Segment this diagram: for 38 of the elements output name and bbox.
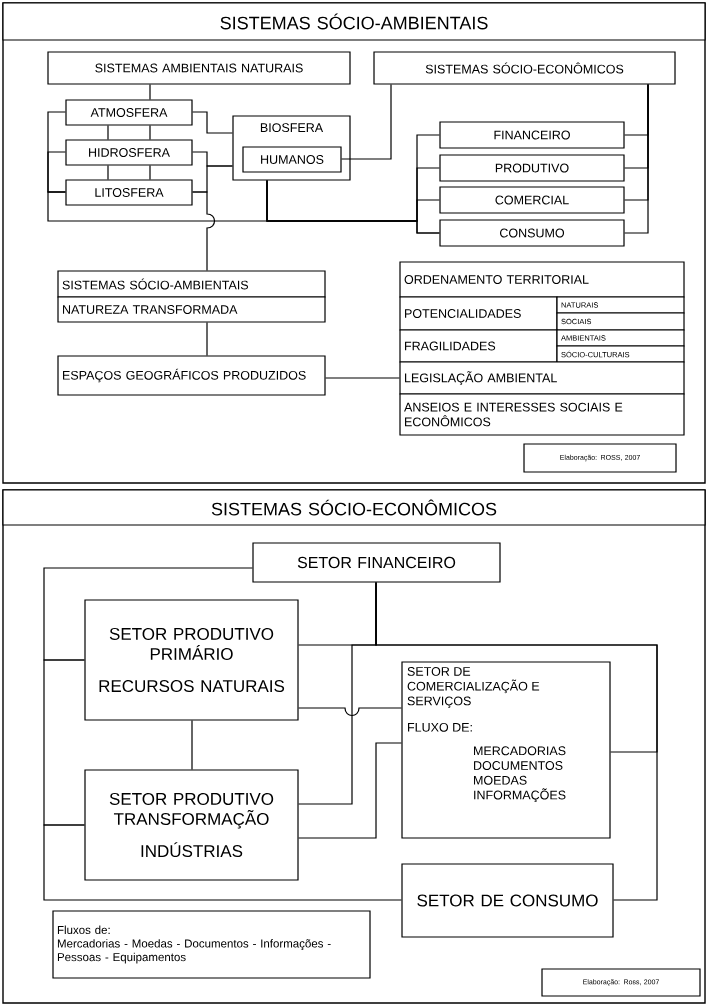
sector-box: SETOR DE CONSUMO [401, 863, 614, 938]
connector-line [298, 707, 402, 717]
title-band: SISTEMAS SÓCIO-AMBIENTAIS [2, 2, 706, 41]
system-box: SISTEMAS SÓCIO-ECONÔMICOS [373, 51, 676, 85]
connector-line [298, 742, 402, 839]
connector-line [266, 180, 440, 234]
system-box: SISTEMAS SÓCIO-AMBIENTAIS [57, 270, 326, 298]
connector-line [43, 659, 85, 826]
title-band: SISTEMAS SÓCIO-ECONÔMICOS [2, 489, 706, 526]
connector-line [191, 720, 193, 770]
sector-box: SETOR DE COMERCIALIZAÇÃO E SERVIÇOS FLUXO DE: MERCADORIAS DOCUMENTOS MOEDAS INFORMAÇÕES [401, 661, 611, 839]
system-box: ESPAÇOS GEOGRÁFICOS PRODUZIDOS [57, 355, 326, 396]
connector-line [47, 151, 66, 193]
sector-box: FINANCEIRO [439, 121, 625, 149]
connector-line [107, 165, 109, 180]
sector-box: SETOR PRODUTIVO TRANSFORMAÇÃO INDÚSTRIAS [84, 769, 299, 881]
connector-line [206, 322, 208, 356]
system-box: SISTEMAS AMBIENTAIS NATURAIS [47, 51, 351, 85]
sector-box: COMERCIAL [439, 186, 625, 214]
connector-line [298, 582, 377, 805]
connector-line [192, 111, 233, 134]
connector-line [149, 125, 151, 140]
connector-line [624, 84, 649, 234]
sector-box: PRODUTIVO [439, 154, 625, 182]
sector-box: CONSUMO [439, 219, 625, 247]
connector-line [192, 191, 216, 271]
note-box: Fluxos de: Mercadorias - Moedas - Documentos - Informações - Pessoas - Equipamentos [52, 910, 371, 979]
table-cell: ANSEIOS E INTERESSES SOCIAIS E ECONÔMICOS [399, 393, 685, 436]
connector-line [149, 84, 151, 100]
connector-line [43, 567, 253, 661]
connector-line [149, 165, 151, 180]
connector-line [43, 824, 402, 901]
connector-line [325, 377, 400, 379]
sector-box: SETOR FINANCEIRO [252, 542, 501, 583]
sector-box: SETOR PRODUTIVO PRIMÁRIO RECURSOS NATURAIS [84, 599, 299, 721]
connector-line [341, 84, 392, 160]
connector-line [107, 125, 109, 140]
system-box: NATUREZA TRANSFORMADA [57, 296, 326, 323]
